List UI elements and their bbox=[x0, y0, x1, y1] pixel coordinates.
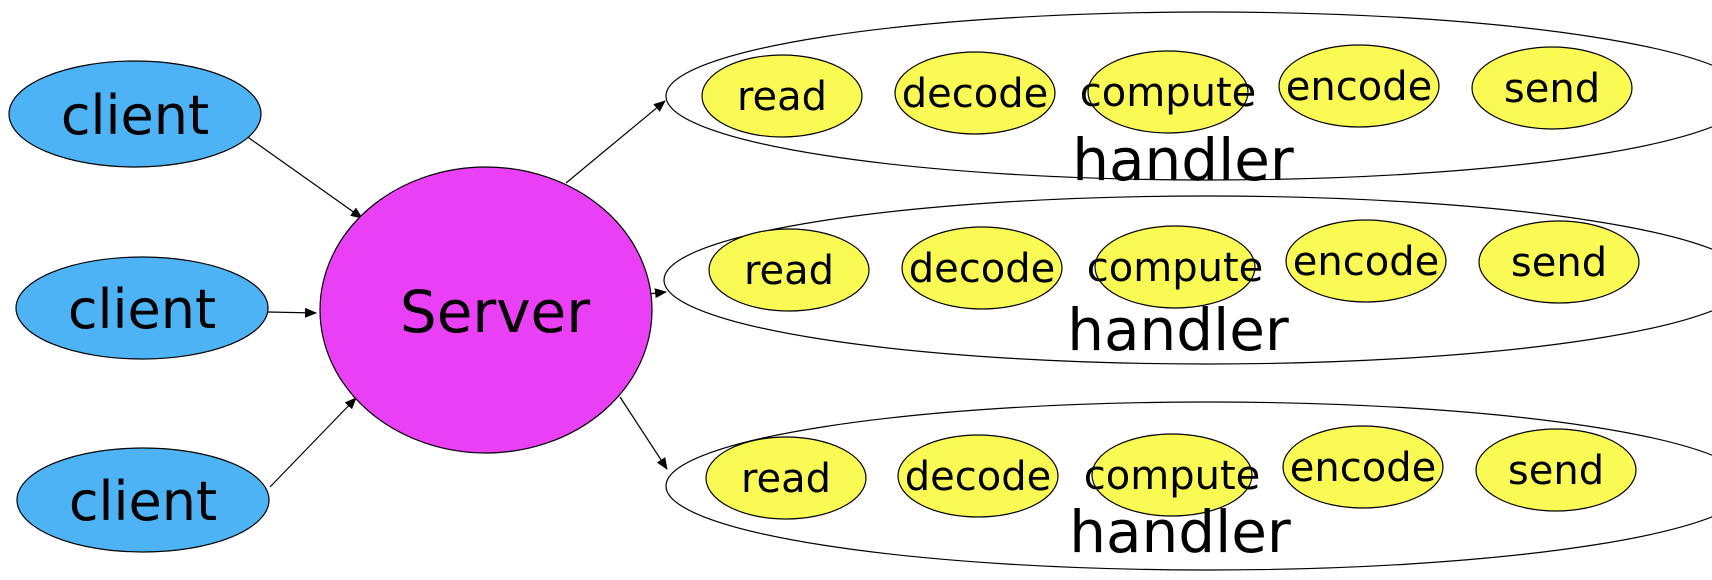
stage-ellipse bbox=[708, 228, 870, 312]
edge-client-2-server bbox=[267, 307, 317, 318]
edge-server-handler-3 bbox=[619, 396, 668, 470]
stage-label: compute bbox=[1084, 453, 1260, 499]
stage-ellipse bbox=[897, 434, 1059, 518]
stage-node: read bbox=[701, 54, 863, 138]
stage-ellipse bbox=[1282, 425, 1444, 509]
stage-ellipse bbox=[1285, 219, 1447, 303]
handler-group: read decode compute encode send handler bbox=[665, 11, 1712, 194]
client-node: client bbox=[8, 60, 262, 168]
stage-label: encode bbox=[1286, 64, 1432, 110]
stage-node: send bbox=[1475, 428, 1637, 512]
client-ellipse bbox=[16, 447, 270, 553]
handler-group: read decode compute encode send handler bbox=[663, 195, 1712, 365]
server-ellipse bbox=[319, 166, 653, 454]
server-label: Server bbox=[400, 278, 590, 346]
client-node: client bbox=[15, 256, 269, 360]
client-label: client bbox=[68, 278, 216, 341]
handler-label: handler bbox=[1072, 126, 1294, 194]
client-label: client bbox=[69, 470, 217, 533]
stage-ellipse bbox=[1091, 433, 1253, 517]
stage-node: read bbox=[708, 228, 870, 312]
stage-node: decode bbox=[897, 434, 1059, 518]
server-node: Server bbox=[319, 166, 653, 454]
stage-label: decode bbox=[909, 246, 1055, 292]
stage-ellipse bbox=[1087, 50, 1249, 134]
edge-client-1-server bbox=[241, 132, 363, 219]
stage-node: compute bbox=[1084, 433, 1260, 517]
stage-node: read bbox=[705, 436, 867, 520]
stage-ellipse bbox=[1475, 428, 1637, 512]
stage-ellipse bbox=[1094, 225, 1256, 309]
stage-ellipse bbox=[1471, 46, 1633, 130]
stage-ellipse bbox=[1478, 220, 1640, 304]
stage-node: compute bbox=[1087, 225, 1263, 309]
stage-node: encode bbox=[1285, 219, 1447, 303]
stage-node: compute bbox=[1080, 50, 1256, 134]
edge-server-handler-1 bbox=[565, 100, 666, 184]
handler-label: handler bbox=[1067, 296, 1289, 364]
stage-label: decode bbox=[902, 71, 1048, 117]
stage-label: read bbox=[741, 456, 831, 502]
client-node: client bbox=[16, 447, 270, 553]
stage-node: decode bbox=[901, 226, 1063, 310]
stage-label: read bbox=[737, 74, 827, 120]
client-to-server-edges bbox=[241, 132, 363, 488]
stage-label: send bbox=[1508, 448, 1604, 494]
stage-label: read bbox=[744, 248, 834, 294]
handler-label: handler bbox=[1069, 498, 1291, 566]
stage-label: compute bbox=[1087, 245, 1263, 291]
stage-label: compute bbox=[1080, 70, 1256, 116]
stage-label: send bbox=[1511, 240, 1607, 286]
stage-node: encode bbox=[1282, 425, 1444, 509]
stage-ellipse bbox=[901, 226, 1063, 310]
stage-node: send bbox=[1471, 46, 1633, 130]
stage-label: decode bbox=[905, 454, 1051, 500]
stage-ellipse bbox=[1278, 44, 1440, 128]
stage-ellipse bbox=[701, 54, 863, 138]
stage-ellipse bbox=[705, 436, 867, 520]
stage-node: send bbox=[1478, 220, 1640, 304]
client-ellipse bbox=[8, 60, 262, 168]
client-ellipse bbox=[15, 256, 269, 360]
stage-label: encode bbox=[1290, 445, 1436, 491]
handler-group: read decode compute encode send handler bbox=[665, 401, 1712, 571]
edge-client-3-server bbox=[269, 397, 357, 488]
stage-label: send bbox=[1504, 66, 1600, 112]
client-label: client bbox=[61, 84, 209, 147]
stage-label: encode bbox=[1293, 239, 1439, 285]
stage-node: decode bbox=[894, 51, 1056, 135]
stage-ellipse bbox=[894, 51, 1056, 135]
stage-node: encode bbox=[1278, 44, 1440, 128]
